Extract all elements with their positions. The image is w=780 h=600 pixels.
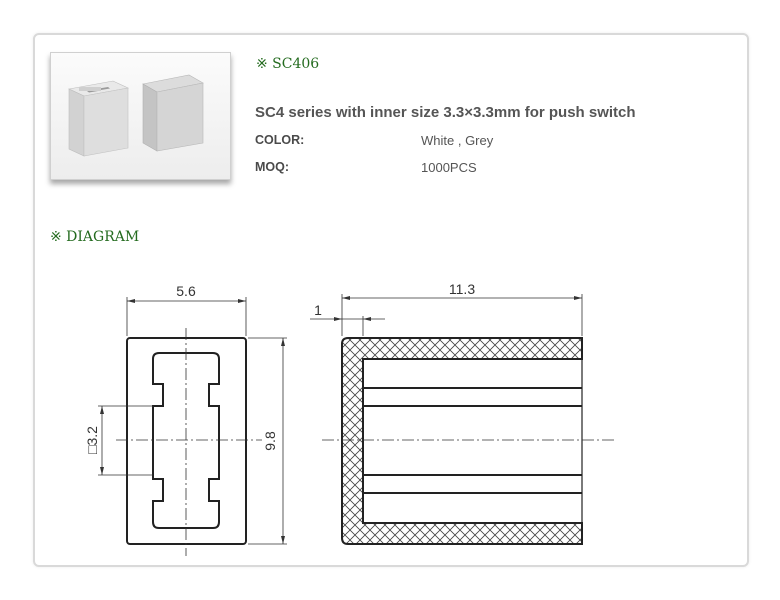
spec-value-moq: 1000PCS (421, 160, 477, 175)
spec-value-color: White , Grey (421, 133, 494, 148)
dim-inner-size-label: □3.2 (84, 426, 100, 454)
dim-side-length-label: 11.3 (449, 281, 475, 297)
dimension-front-height: 9.8 (248, 337, 287, 545)
dimension-wall: 1 (310, 302, 385, 336)
dim-front-width-label: 5.6 (176, 283, 196, 299)
front-view (116, 328, 262, 556)
diagram-title: ※ DIAGRAM (50, 229, 140, 245)
dimension-front-width: 5.6 (126, 283, 247, 336)
dimension-side-length: 11.3 (341, 281, 583, 336)
spec-label-moq: MOQ: (255, 160, 290, 174)
dimension-inner-size: □3.2 (84, 405, 153, 476)
product-code: ※ SC406 (256, 56, 320, 72)
product-photo (50, 52, 231, 180)
spec-label-color: COLOR: (255, 133, 305, 147)
product-description: SC4 series with inner size 3.3×3.3mm for… (255, 104, 636, 121)
dim-wall-label: 1 (314, 302, 322, 318)
dim-front-height-label: 9.8 (262, 431, 278, 451)
side-view (322, 337, 616, 545)
